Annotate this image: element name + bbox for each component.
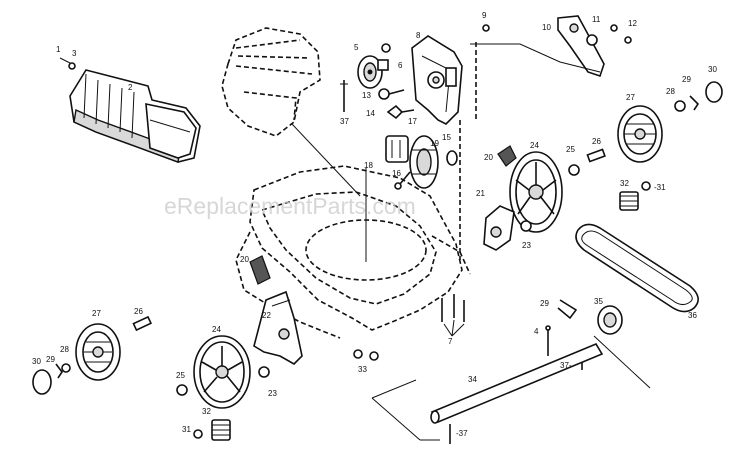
label-part-31-left: 31 bbox=[182, 425, 191, 434]
screw-part-9 bbox=[482, 24, 490, 32]
label-part-22: 22 bbox=[262, 311, 271, 320]
bracket-part-10 bbox=[557, 15, 632, 78]
label-part-23-right: 23 bbox=[522, 241, 531, 250]
label-part-35: 35 bbox=[594, 297, 603, 306]
label-part-7: 7 bbox=[448, 337, 453, 346]
height-adjuster-part-22 bbox=[253, 290, 303, 365]
grass-bag-part bbox=[59, 57, 201, 163]
label-part-25-right: 25 bbox=[566, 145, 575, 154]
drive-belt-part-36 bbox=[575, 223, 699, 313]
label-part-27-left: 27 bbox=[92, 309, 101, 318]
pin-part-4 bbox=[545, 325, 551, 356]
hub-cap-part-30-right bbox=[705, 81, 723, 103]
label-part-24-right: 24 bbox=[530, 141, 539, 150]
part-labels: 1 3 2 5 8 9 10 11 12 13 14 37 15 17 18 1… bbox=[32, 11, 717, 438]
clip-part-29-right bbox=[689, 95, 700, 111]
label-part-29-left: 29 bbox=[46, 355, 55, 364]
label-part-31-right: -31 bbox=[654, 183, 666, 192]
label-part-30-left: 30 bbox=[32, 357, 41, 366]
label-part-29-right: 29 bbox=[682, 75, 691, 84]
drive-gear-part-32-right bbox=[619, 181, 651, 211]
label-part-32-left: 32 bbox=[202, 407, 211, 416]
label-part-30-right: 30 bbox=[708, 65, 717, 74]
label-part-11: 11 bbox=[592, 15, 601, 24]
engine-outline bbox=[221, 27, 361, 197]
front-wheel-right bbox=[617, 105, 663, 163]
clip-part-29-mid bbox=[557, 299, 578, 320]
label-part-24-left: 24 bbox=[212, 325, 221, 334]
label-part-28-right: 28 bbox=[666, 87, 675, 96]
label-part-17: 17 bbox=[408, 117, 417, 126]
label-part-29-mid: 29 bbox=[540, 299, 549, 308]
label-part-26-left: 26 bbox=[134, 307, 143, 316]
mower-deck-outline bbox=[235, 165, 471, 339]
axle-leader-lines bbox=[371, 335, 651, 441]
label-part-5: 5 bbox=[354, 43, 359, 52]
rear-wheel-left bbox=[193, 335, 251, 409]
washer-part-25-left bbox=[176, 384, 188, 396]
pulley-part-35 bbox=[597, 305, 623, 335]
bracket-leader-line bbox=[470, 43, 601, 73]
height-knob-part-20-top bbox=[497, 145, 517, 167]
washer-part-28-left bbox=[61, 363, 71, 373]
bolt-part-37-top bbox=[340, 80, 348, 112]
label-part-27-right: 27 bbox=[626, 93, 635, 102]
label-part-26-right: 26 bbox=[592, 137, 601, 146]
label-part-32-right: 32 bbox=[620, 179, 629, 188]
label-part-10: 10 bbox=[542, 23, 551, 32]
label-part-8: 8 bbox=[416, 31, 421, 40]
label-part-1: 1 bbox=[56, 45, 61, 54]
label-part-13: 13 bbox=[362, 91, 371, 100]
bolt-part-14 bbox=[386, 104, 415, 120]
washer-part-23-right bbox=[520, 220, 532, 232]
label-part-12: 12 bbox=[628, 19, 637, 28]
label-part-3: 3 bbox=[72, 49, 77, 58]
label-part-9: 9 bbox=[482, 11, 487, 20]
rear-bracket-part bbox=[411, 35, 477, 260]
label-part-33: 33 bbox=[358, 365, 367, 374]
front-wheel-left bbox=[75, 323, 121, 381]
axle-bolt-part-26-right bbox=[568, 148, 606, 176]
label-part-4: 4 bbox=[534, 327, 539, 336]
hub-cap-part-30-left bbox=[32, 369, 52, 395]
label-part-37-bottom: -37 bbox=[456, 429, 468, 438]
label-part-2: 2 bbox=[128, 83, 133, 92]
label-part-18: 18 bbox=[364, 161, 373, 170]
axle-bolt-part-26-left bbox=[132, 315, 153, 332]
clip-part-29-left bbox=[55, 363, 63, 379]
bolts-part-7 bbox=[441, 294, 465, 337]
label-part-37-top: 37 bbox=[340, 117, 349, 126]
height-knob-part-20-left bbox=[249, 255, 271, 285]
label-part-16: 16 bbox=[392, 169, 401, 178]
label-part-15: 15 bbox=[442, 133, 451, 142]
label-part-20-top: 20 bbox=[484, 153, 493, 162]
washer-part-28-right bbox=[674, 100, 686, 112]
label-part-36: 36 bbox=[688, 311, 697, 320]
nut-part-33 bbox=[353, 349, 379, 361]
rear-axle-part-34 bbox=[430, 342, 604, 424]
rear-wheel-right bbox=[509, 151, 563, 233]
gearbox-cluster bbox=[385, 135, 458, 190]
pulley-part-5 bbox=[357, 43, 391, 89]
label-part-6: 6 bbox=[398, 61, 403, 70]
label-part-34: 34 bbox=[468, 375, 477, 384]
washer-part-23-left bbox=[258, 366, 270, 378]
label-part-23-left: 23 bbox=[268, 389, 277, 398]
label-part-20-left: 20 bbox=[240, 255, 249, 264]
label-part-28-left: 28 bbox=[60, 345, 69, 354]
drive-gear-part-32-left bbox=[193, 419, 231, 441]
label-part-37-mid: 37- bbox=[560, 361, 572, 370]
label-part-21: 21 bbox=[476, 189, 485, 198]
label-part-14: 14 bbox=[366, 109, 375, 118]
watermark-text: eReplacementParts.com bbox=[164, 193, 416, 219]
bolt-part-13 bbox=[378, 88, 405, 100]
label-part-25-left: 25 bbox=[176, 371, 185, 380]
label-part-19: 19 bbox=[430, 139, 439, 148]
height-adjuster-part-21 bbox=[483, 205, 515, 251]
